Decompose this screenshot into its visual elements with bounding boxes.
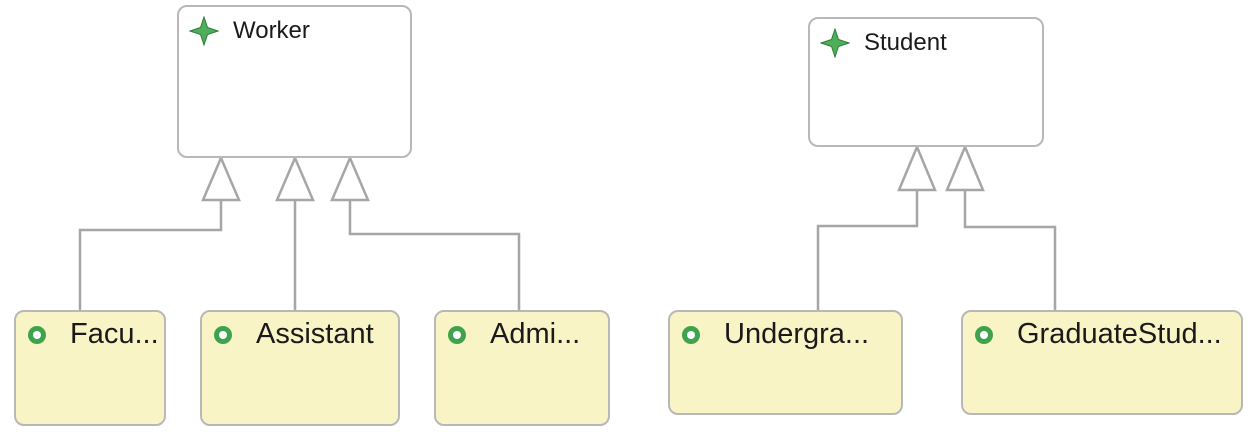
class-graduate-student[interactable]: GraduateStud... [961, 310, 1243, 415]
edge-assistant-worker-arrowhead [275, 154, 315, 202]
class-graduate-student-label: GraduateStud... [1017, 318, 1222, 350]
class-graduate-student-header: GraduateStud... [973, 318, 1233, 351]
interface-star-icon [189, 16, 219, 46]
interface-worker-header: Worker [189, 16, 402, 46]
edge-admin-worker-arrowhead [330, 154, 370, 202]
edge-faculty-worker-arrowhead [201, 154, 241, 202]
interface-student-label: Student [864, 29, 947, 56]
class-undergrad-header: Undergra... [680, 318, 893, 351]
class-admin-header: Admi... [446, 318, 600, 351]
interface-worker-label: Worker [233, 17, 310, 44]
edge-faculty-worker [78, 200, 223, 310]
public-class-circle-icon [973, 324, 995, 346]
class-faculty-label: Facu... [70, 318, 156, 350]
public-class-circle-icon [680, 324, 702, 346]
edge-admin-worker [348, 200, 521, 310]
public-class-circle-icon [446, 324, 468, 346]
public-class-circle-icon [26, 324, 48, 346]
edge-graduate-student-arrowhead [945, 143, 985, 192]
interface-student-header: Student [820, 28, 1034, 58]
class-admin-label: Admi... [490, 318, 581, 350]
interface-student[interactable]: Student [808, 17, 1044, 147]
edge-graduate-student [963, 190, 1057, 310]
interface-star-icon [820, 28, 850, 58]
class-undergrad[interactable]: Undergra... [668, 310, 903, 415]
class-assistant-label: Assistant [256, 318, 374, 350]
edge-undergrad-student [816, 190, 919, 310]
class-admin[interactable]: Admi... [434, 310, 610, 426]
interface-worker[interactable]: Worker [177, 5, 412, 158]
class-undergrad-label: Undergra... [724, 318, 870, 350]
class-assistant-header: Assistant [212, 318, 390, 351]
public-class-circle-icon [212, 324, 234, 346]
class-faculty[interactable]: Facu... [14, 310, 166, 426]
class-faculty-header: Facu... [26, 318, 156, 351]
edge-undergrad-student-arrowhead [897, 143, 937, 192]
class-assistant[interactable]: Assistant [200, 310, 400, 426]
